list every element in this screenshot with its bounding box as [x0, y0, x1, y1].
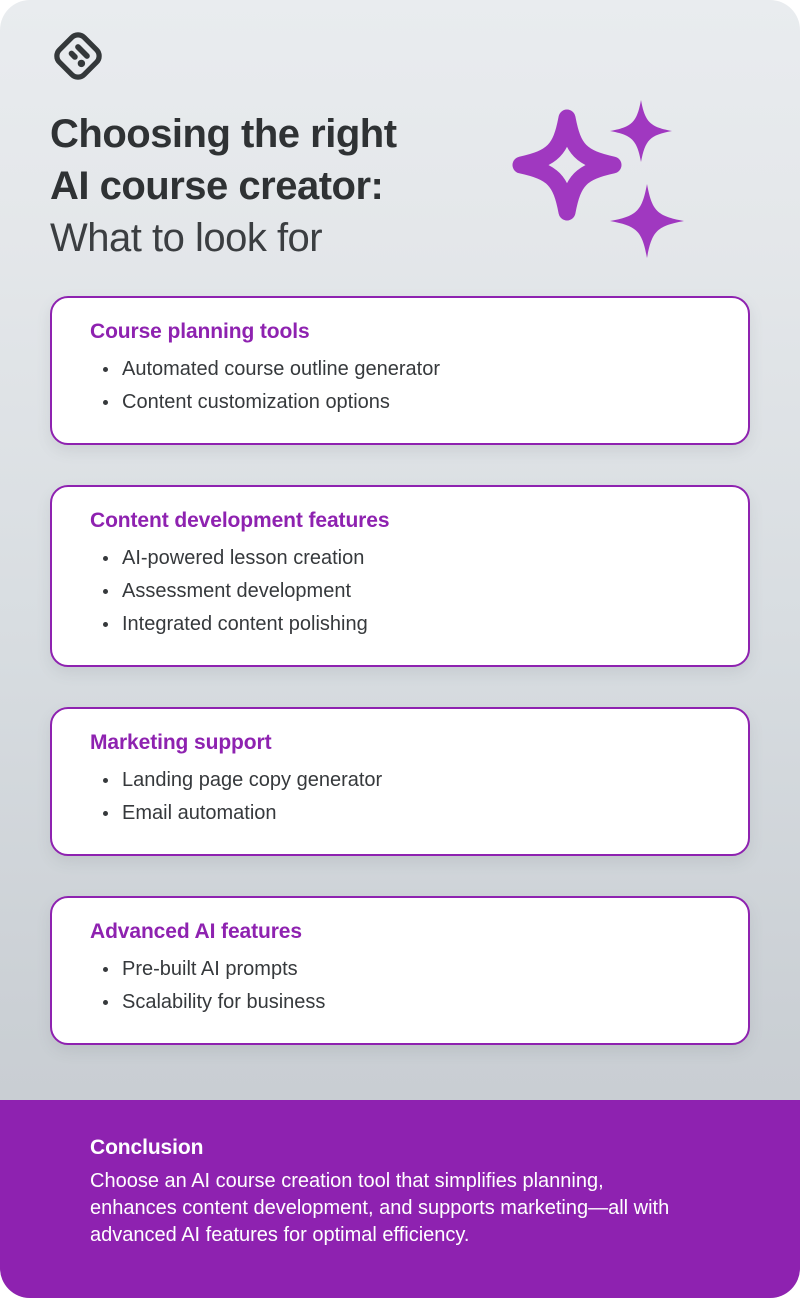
bullet-dot-icon [103, 367, 108, 372]
card-title: Course planning tools [90, 320, 310, 343]
logo-diamond-mark-icon [54, 32, 102, 80]
page-subtitle: What to look for [50, 216, 323, 260]
list-item: Scalability for business [90, 986, 718, 1019]
list-item: Integrated content polishing [90, 608, 718, 641]
list-item-label: Landing page copy generator [122, 769, 383, 791]
bullet-dot-icon [103, 811, 108, 816]
feature-card-advanced-ai-features: Advanced AI features Pre-built AI prompt… [50, 896, 750, 1045]
bullet-dot-icon [103, 967, 108, 972]
conclusion-text: Choose an AI course creation tool that s… [90, 1170, 670, 1246]
feature-card-course-planning-tools: Course planning tools Automated course o… [50, 296, 750, 445]
list-item-label: Automated course outline generator [122, 358, 440, 380]
title-line-1: Choosing the right [50, 112, 397, 156]
list-item: AI-powered lesson creation [90, 542, 718, 575]
list-item-label: Integrated content polishing [122, 613, 368, 635]
list-item-label: Assessment development [122, 580, 352, 602]
conclusion-title: Conclusion [90, 1136, 204, 1159]
feature-card-content-development-features: Content development features AI-powered … [50, 485, 750, 667]
list-item: Automated course outline generator [90, 353, 718, 386]
list-item: Email automation [90, 797, 718, 830]
page-title: Choosing the right AI course creator: Wh… [50, 108, 750, 264]
poster-header: Choosing the right AI course creator: Wh… [0, 0, 800, 264]
card-title: Marketing support [90, 731, 272, 754]
list-item: Assessment development [90, 575, 718, 608]
sparkles-icon [512, 100, 684, 258]
list-item-label: AI-powered lesson creation [122, 547, 365, 569]
bullet-dot-icon [103, 589, 108, 594]
bullet-dot-icon [103, 778, 108, 783]
card-bullet-list: Landing page copy generator Email automa… [90, 764, 718, 830]
list-item: Landing page copy generator [90, 764, 718, 797]
bullet-dot-icon [103, 400, 108, 405]
list-item: Content customization options [90, 386, 718, 419]
feature-card-list: Course planning tools Automated course o… [0, 296, 800, 1045]
list-item: Pre-built AI prompts [90, 953, 718, 986]
bullet-dot-icon [103, 556, 108, 561]
list-item-label: Email automation [122, 802, 277, 824]
conclusion-section: Conclusion Choose an AI course creation … [0, 1100, 800, 1298]
card-bullet-list: AI-powered lesson creation Assessment de… [90, 542, 718, 641]
card-bullet-list: Pre-built AI prompts Scalability for bus… [90, 953, 718, 1019]
feature-card-marketing-support: Marketing support Landing page copy gene… [50, 707, 750, 856]
bullet-dot-icon [103, 1000, 108, 1005]
title-line-2: AI course creator: [50, 164, 384, 208]
card-title: Advanced AI features [90, 920, 302, 943]
card-title: Content development features [90, 509, 390, 532]
bullet-dot-icon [103, 622, 108, 627]
list-item-label: Pre-built AI prompts [122, 958, 298, 980]
card-bullet-list: Automated course outline generator Conte… [90, 353, 718, 419]
list-item-label: Scalability for business [122, 991, 326, 1013]
list-item-label: Content customization options [122, 391, 390, 413]
